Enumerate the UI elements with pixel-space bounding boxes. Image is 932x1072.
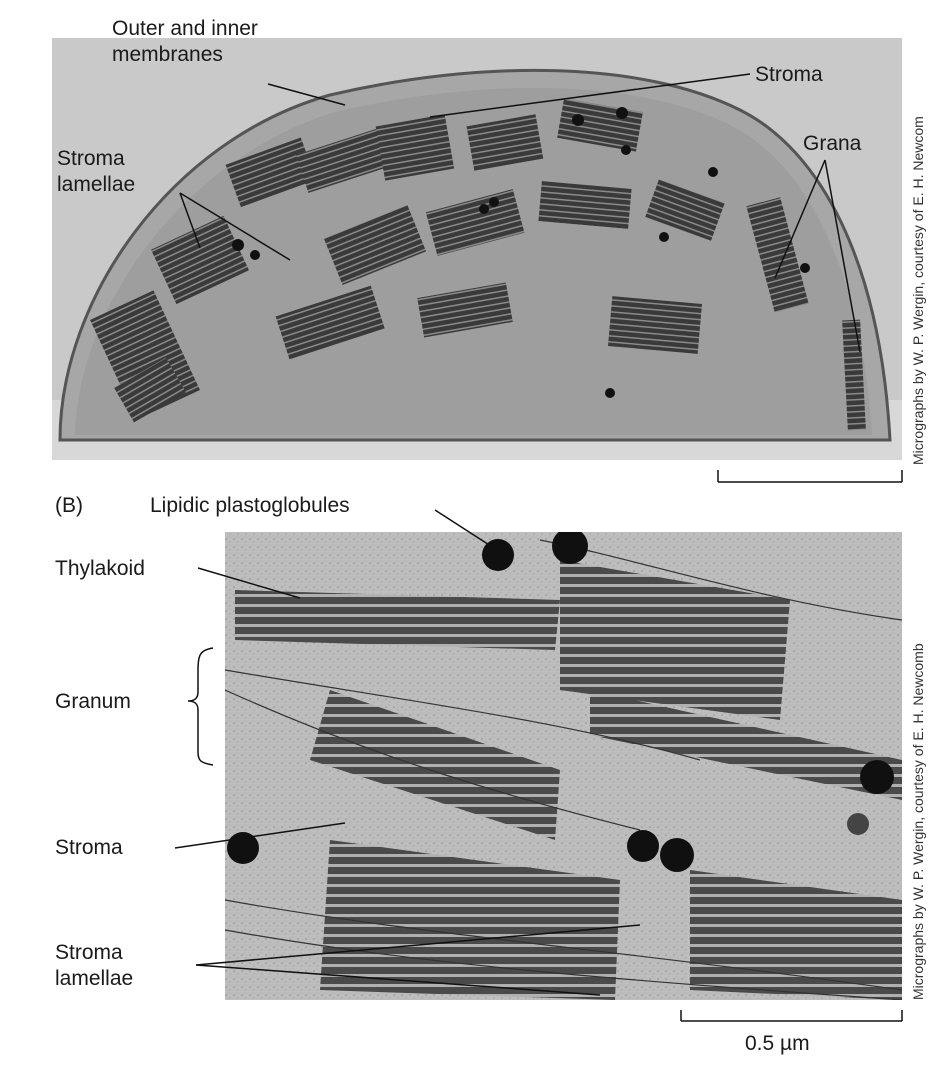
label-stroma-a: Stroma [755,63,823,86]
label-grana: Grana [803,132,862,155]
credit-panel-b: Micrographs by W. P. Wergin, courtesy of… [910,643,926,1000]
label-stroma-b: Stroma [55,836,123,859]
scale-bar-label: 0.5 µm [745,1032,810,1055]
label-outer-inner-membranes: Outer and inner membranes [112,17,258,66]
scale-bar-b [680,1010,903,1022]
label-stroma-lamellae-a: Stroma lamellae [57,147,136,196]
credit-panel-a: Micrographs by W. P. Wergin, courtesy of… [910,116,926,465]
label-granum: Granum [55,690,131,713]
scale-bar-a [717,470,903,483]
label-thylakoid: Thylakoid [55,557,145,580]
label-stroma-lamellae-b: Stroma lamellae [55,941,134,990]
label-lipidic-plastoglobules: Lipidic plastoglobules [150,494,350,517]
panel-label-b: (B) [55,494,83,517]
